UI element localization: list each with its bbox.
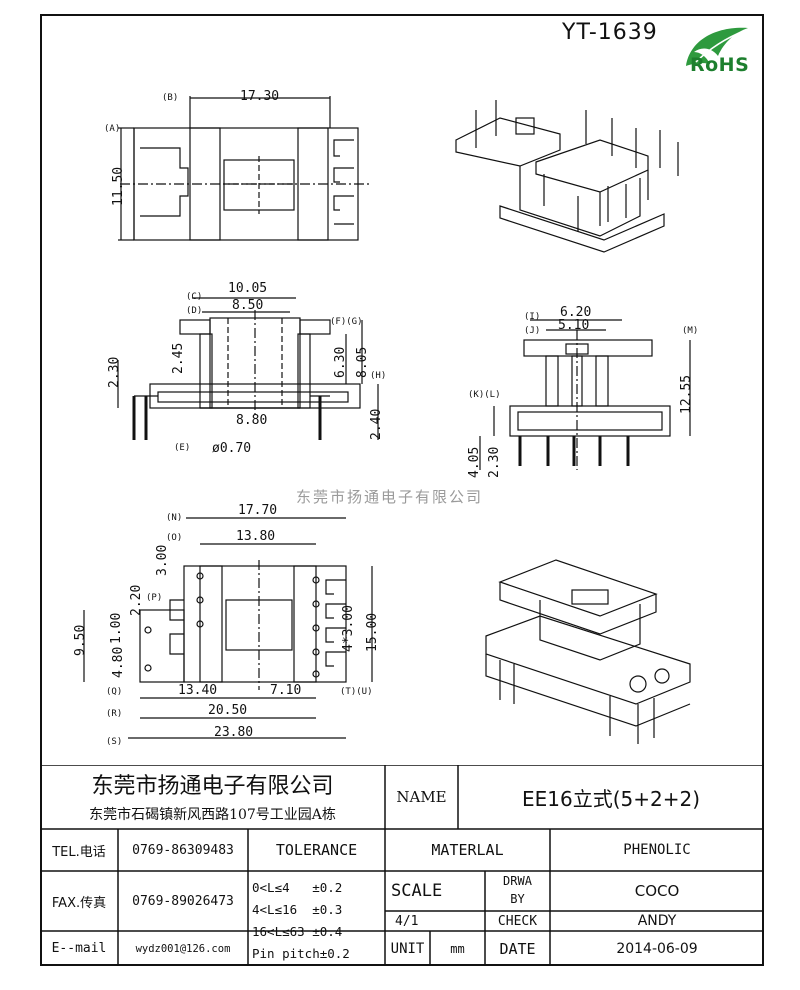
tolerance-line: 16<L≤63 ±0.4 xyxy=(252,923,343,939)
tag-kl: (K)(L) xyxy=(468,390,501,400)
email-label: E--mail xyxy=(51,941,107,956)
dim-pin-h: 2.45 xyxy=(171,343,186,374)
tag-h: (H) xyxy=(370,371,386,381)
dim-j: 5.10 xyxy=(558,318,589,333)
dim-pin-dia: ø0.70 xyxy=(212,441,251,456)
tag-d: (D) xyxy=(186,306,202,316)
tag-fg: (F)(G) xyxy=(330,317,363,327)
date-label: DATE xyxy=(499,939,536,958)
tolerance-line: Pin pitch±0.2 xyxy=(252,945,350,961)
dim-r-left: 13.40 xyxy=(178,683,217,698)
top-view xyxy=(118,96,372,241)
drawn-value: COCO xyxy=(634,882,680,900)
fax-label: FAX.传真 xyxy=(51,895,107,911)
dim-g: 8.05 xyxy=(355,347,370,378)
front-view xyxy=(117,297,379,440)
dim-h: 2.40 xyxy=(369,409,384,440)
dim-d: 8.50 xyxy=(232,298,263,313)
bottom-view-labels: (N) 17.70 (O) 13.80 3.00 (P) 2.20 1.00 9… xyxy=(73,503,380,747)
rohs-leaf-icon xyxy=(686,27,748,66)
check-label: CHECK xyxy=(497,913,538,929)
material-value: PHENOLIC xyxy=(623,842,691,858)
dim-q: 4.80 xyxy=(111,647,126,678)
drawn-label-1: DRWA xyxy=(503,874,532,888)
dim-span: 15.00 xyxy=(365,613,380,652)
tag-n: (N) xyxy=(166,513,182,523)
isometric-view-top xyxy=(455,100,679,253)
tag-b: (B) xyxy=(162,93,178,103)
dim-m: 12.55 xyxy=(679,375,694,414)
isometric-view-bottom xyxy=(485,559,691,744)
rohs-label: RoHS xyxy=(690,54,750,76)
tag-a: (A) xyxy=(104,124,120,134)
dim-r-right: 7.10 xyxy=(270,683,301,698)
date-value: 2014-06-09 xyxy=(616,940,698,957)
tag-j: (J) xyxy=(524,326,540,336)
technical-drawing: (B) 17.30 (A) 11.50 (C) 10.05 (D) 8.50 (… xyxy=(73,89,698,747)
bottom-view xyxy=(83,517,373,739)
material-label: MATERLAL xyxy=(431,841,504,859)
company-name: 东莞市扬通电子有限公司 xyxy=(91,774,334,799)
tag-o: (O) xyxy=(166,533,182,543)
part-number: YT-1639 xyxy=(562,20,658,45)
dim-r: 20.50 xyxy=(208,703,247,718)
watermark: 东莞市扬通电子有限公司 xyxy=(296,488,484,506)
dim-p: 2.20 xyxy=(129,585,144,616)
tag-p: (P) xyxy=(146,593,162,603)
dim-f: 6.30 xyxy=(333,347,348,378)
dim-q-total: 9.50 xyxy=(73,625,88,656)
dim-o: 13.80 xyxy=(236,529,275,544)
top-view-labels: (B) 17.30 (A) 11.50 xyxy=(104,89,279,206)
part-name: EE16立式(5+2+2) xyxy=(521,786,701,811)
tag-q: (Q) xyxy=(106,687,122,697)
name-label: NAME xyxy=(396,788,447,806)
front-view-labels: (C) 10.05 (D) 8.50 (F)(G) (H) 2.30 2.45 … xyxy=(107,281,386,456)
tel-label: TEL.电话 xyxy=(52,844,106,860)
tolerance-label: TOLERANCE xyxy=(275,841,358,859)
check-value: ANDY xyxy=(637,913,677,929)
dim-e: 8.80 xyxy=(236,413,267,428)
scale-value: 4/1 xyxy=(395,913,419,929)
dim-pitch: 4*3.00 xyxy=(341,605,356,652)
email-value: wydz001@126.com xyxy=(135,942,231,955)
dim-left-h: 2.30 xyxy=(107,357,122,388)
drawing-frame xyxy=(40,14,764,966)
tag-tu: (T)(U) xyxy=(340,687,373,697)
dim-l: 2.30 xyxy=(487,447,502,478)
dim-a: 11.50 xyxy=(111,167,126,206)
drawn-label-2: BY xyxy=(510,892,525,906)
tag-c: (C) xyxy=(186,292,202,302)
side-view-labels: (I) 6.20 (J) 5.10 (M) 12.55 (K)(L) 4.05 … xyxy=(467,305,698,478)
fax-value: 0769-89026473 xyxy=(132,893,234,909)
title-block-grid xyxy=(40,765,764,966)
scale-label: SCALE xyxy=(391,881,443,901)
tag-i: (I) xyxy=(524,312,540,322)
tag-e: (E) xyxy=(174,443,190,453)
side-view xyxy=(479,319,691,470)
dim-i: 6.20 xyxy=(560,305,591,320)
tolerance-line: 0<L≤4 ±0.2 xyxy=(252,879,343,895)
title-block: 东莞市扬通电子有限公司 东莞市石碣镇新风西路107号工业园A栋 NAME EE1… xyxy=(40,765,764,966)
tag-r: (R) xyxy=(106,709,122,719)
dim-c: 10.05 xyxy=(228,281,267,296)
company-address: 东莞市石碣镇新风西路107号工业园A栋 xyxy=(89,807,336,823)
tag-s: (S) xyxy=(106,737,122,747)
dim-o-h: 3.00 xyxy=(155,545,170,576)
dim-n: 17.70 xyxy=(238,503,277,518)
dim-k: 4.05 xyxy=(467,447,482,478)
dim-p-w: 1.00 xyxy=(109,613,124,644)
unit-value: mm xyxy=(450,941,465,956)
dim-s: 23.80 xyxy=(214,725,253,740)
unit-label: UNIT xyxy=(390,940,425,957)
tel-value: 0769-86309483 xyxy=(132,842,234,858)
tag-m: (M) xyxy=(682,326,698,336)
tolerance-line: 4<L≤16 ±0.3 xyxy=(252,901,343,917)
dim-b: 17.30 xyxy=(240,89,279,104)
